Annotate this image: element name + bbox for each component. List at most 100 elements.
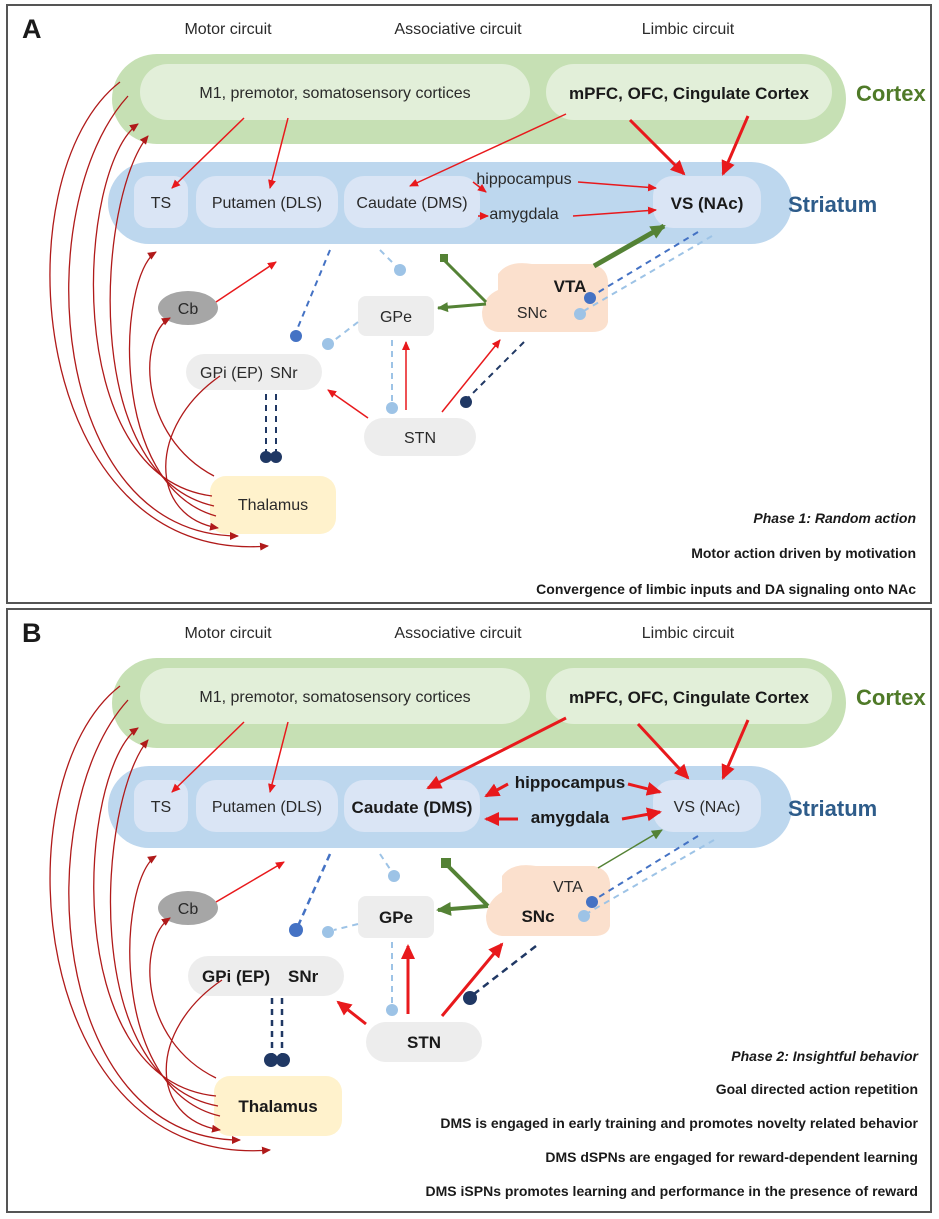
limbic-circuit-label: Limbic circuit	[642, 21, 735, 38]
dashed-vs-to-vta	[591, 231, 699, 297]
caudate-region	[344, 780, 480, 832]
stn-label: STN	[407, 1033, 441, 1052]
cortex-label: Cortex	[856, 81, 926, 106]
arrow-hippocampus-to-caudate	[484, 782, 509, 798]
green-snc-to-striatum	[444, 862, 490, 908]
loop-gpi-to-thalamus	[165, 375, 221, 531]
green-vta-to-vs	[592, 223, 666, 269]
associative-circuit-label: Associative circuit	[394, 21, 522, 38]
dashed-gpe-to-snr	[331, 321, 359, 343]
panel-label: A	[22, 14, 42, 44]
panel-a-diagram: A Motor circuit Associative circuit Limb…	[22, 14, 926, 597]
putamen-label: Putamen (DLS)	[212, 799, 322, 816]
hippocampus-label: hippocampus	[515, 773, 626, 792]
terminal-snr	[290, 330, 302, 342]
arrow-m1-to-putamen	[268, 117, 289, 189]
motor-cortex-label: M1, premotor, somatosensory cortices	[199, 689, 470, 706]
terminal-gpe-snr	[322, 926, 334, 938]
arrow-cb-to-putamen	[215, 261, 277, 303]
caudate-label: Caudate (DMS)	[352, 798, 473, 817]
dashed-caudate-to-gpe	[379, 853, 393, 873]
green-snc-to-striatum	[442, 258, 488, 304]
terminal-thalamus-2	[276, 1053, 290, 1067]
vta-label: VTA	[553, 879, 583, 896]
associative-circuit-label: Associative circuit	[394, 625, 522, 642]
loop-cortex-to-thalamus-1	[49, 685, 271, 1155]
note-line-4: DMS iSPNs promotes learning and performa…	[426, 1183, 918, 1199]
note-line-1: Goal directed action repetition	[716, 1081, 918, 1097]
cb-label: Cb	[178, 301, 199, 318]
vs-label: VS (NAc)	[674, 799, 741, 816]
limbic-cortex-label: mPFC, OFC, Cingulate Cortex	[569, 84, 809, 103]
dashed-caudate-to-snr	[296, 853, 332, 927]
snc-label: SNc	[517, 305, 547, 322]
terminal-gpe	[388, 870, 400, 882]
dashed-caudate-to-gpe	[379, 249, 399, 269]
motor-circuit-label: Motor circuit	[184, 21, 272, 38]
gpi-snr-node	[186, 354, 322, 390]
loop-thalamus-to-cortex-2	[109, 739, 219, 1107]
terminal-thalamus-1	[260, 451, 272, 463]
gpi-snr-node	[188, 956, 344, 996]
putamen-region	[196, 176, 338, 228]
panel-label: B	[22, 618, 42, 648]
gpe-label: GPe	[380, 309, 412, 326]
panel-b: B Motor circuit Associative circuit Limb…	[6, 608, 932, 1213]
terminal-thalamus-1	[264, 1053, 278, 1067]
amygdala-label: amygdala	[531, 808, 610, 827]
thalamus-node	[214, 1076, 342, 1136]
dashed-vs-to-snc	[581, 235, 713, 313]
green-snc-to-gpe	[436, 901, 489, 916]
terminal-snc	[574, 308, 586, 320]
thalamus-label: Thalamus	[238, 497, 308, 514]
arrow-amygdala-to-vs	[621, 807, 662, 822]
arrow-m1-to-putamen	[268, 721, 289, 793]
terminal-stn-snc	[463, 991, 477, 1005]
note-phase: Phase 1: Random action	[753, 510, 916, 526]
dashed-caudate-to-snr	[295, 249, 331, 333]
terminal-gpe	[394, 264, 406, 276]
cb-node	[158, 891, 218, 925]
vta-label: VTA	[554, 277, 587, 296]
terminal-stn-snc	[460, 396, 472, 408]
arrow-limbic-to-caudate	[426, 716, 567, 790]
arrow-hippocampus-to-caudate	[472, 181, 487, 193]
loop-cortex-to-thalamus-1	[49, 81, 269, 551]
putamen-region	[196, 780, 338, 832]
green-snc-to-gpe	[437, 302, 487, 313]
motor-cortex-label: M1, premotor, somatosensory cortices	[199, 85, 470, 102]
thalamus-node	[210, 476, 336, 534]
arrow-limbic-to-caudate	[409, 113, 567, 187]
stn-node	[364, 418, 476, 456]
stn-node	[366, 1022, 482, 1062]
limbic-cortex-region	[546, 668, 832, 724]
arrow-limbic-to-vs-1	[636, 722, 690, 780]
putamen-label: Putamen (DLS)	[212, 195, 322, 212]
gpe-label: GPe	[379, 908, 413, 927]
dashed-snc-to-stn	[473, 945, 537, 995]
note-phase: Phase 2: Insightful behavior	[731, 1048, 919, 1064]
arrow-cb-to-putamen	[215, 861, 285, 903]
green-terminal-striatum	[441, 858, 451, 868]
arrow-m1-to-ts	[171, 117, 245, 189]
dashed-vs-to-vta	[593, 835, 699, 901]
loop-cortex-to-thalamus-2	[68, 699, 241, 1144]
arrow-hippocampus-to-vs	[627, 782, 662, 796]
striatum-label: Striatum	[788, 192, 877, 217]
dashed-vs-to-snc	[585, 839, 715, 915]
gpe-node	[358, 896, 434, 938]
panel-b-diagram: B Motor circuit Associative circuit Limb…	[22, 618, 926, 1199]
note-line-2: Convergence of limbic inputs and DA sign…	[536, 581, 916, 597]
arrow-amygdala-to-vs	[572, 206, 657, 217]
arrow-limbic-to-vs-2	[721, 719, 750, 780]
arrow-stn-to-snr	[336, 1000, 367, 1026]
terminal-gpe-snr	[322, 338, 334, 350]
arrow-limbic-to-vs-2	[721, 115, 750, 176]
green-terminal-striatum	[440, 254, 448, 262]
vs-region	[653, 176, 761, 228]
loop-thalamus-to-cb	[149, 917, 217, 1079]
striatum-label: Striatum	[788, 796, 877, 821]
arrow-hippocampus-to-vs	[577, 181, 657, 192]
terminal-stn	[386, 1004, 398, 1016]
hippocampus-label: hippocampus	[476, 171, 571, 188]
